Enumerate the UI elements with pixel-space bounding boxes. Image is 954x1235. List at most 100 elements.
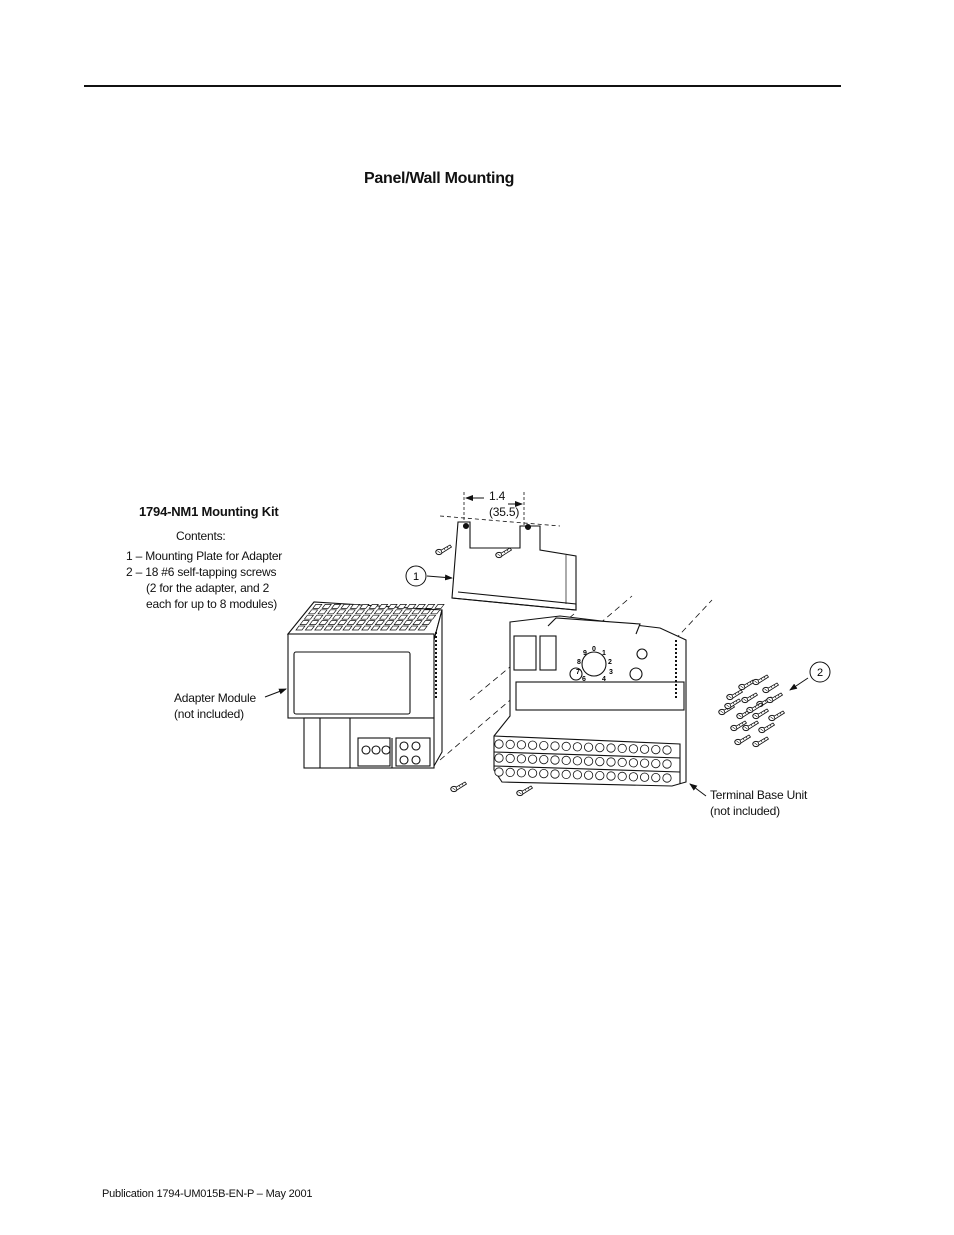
terminal-screw xyxy=(527,768,538,778)
vent-slot xyxy=(389,625,400,631)
vent-slot xyxy=(326,609,338,615)
vent-slot xyxy=(342,625,353,631)
vent-slot xyxy=(361,625,372,631)
terminal-screw xyxy=(662,773,672,783)
terminal-screw xyxy=(628,772,639,782)
vent-slot xyxy=(369,614,380,620)
section-title: Panel/Wall Mounting xyxy=(364,170,515,187)
screw-icon xyxy=(741,692,758,704)
vent-slot xyxy=(351,625,363,631)
vent-slot xyxy=(318,620,329,625)
vent-slot xyxy=(299,620,310,625)
terminal-screw xyxy=(617,771,627,782)
terminal-screw xyxy=(639,744,650,754)
vent-slot xyxy=(331,614,343,620)
vent-slot xyxy=(337,620,348,625)
adapter-arrow xyxy=(264,688,287,698)
terminal-screw xyxy=(550,769,560,779)
vent-slot xyxy=(412,620,423,625)
kit-item-2-note-b: each for up to 8 modules) xyxy=(146,597,278,611)
vent-slot xyxy=(373,609,385,615)
kit-item-2-note-a: (2 for the adapter, and 2 xyxy=(146,581,270,595)
vent-slot xyxy=(416,614,427,620)
terminal-screw xyxy=(572,756,583,766)
screw-icon xyxy=(752,736,769,748)
svg-text:1: 1 xyxy=(602,650,606,657)
vent-slot xyxy=(368,604,379,609)
vent-slot xyxy=(308,620,320,625)
terminal-screw xyxy=(617,743,627,754)
screw-icon xyxy=(450,781,467,793)
svg-text:7: 7 xyxy=(576,669,580,676)
terminal-screw xyxy=(606,743,616,753)
terminal-screw xyxy=(606,771,616,781)
terminal-screw xyxy=(662,745,672,755)
terminal-screw xyxy=(583,756,594,766)
vent-slot xyxy=(295,625,306,631)
terminal-screw xyxy=(561,741,571,752)
terminal-screw xyxy=(583,742,594,752)
terminal-screw xyxy=(595,770,605,781)
screw-icon xyxy=(752,674,769,686)
terminal-screw xyxy=(651,758,661,769)
vent-slot xyxy=(406,604,417,609)
vent-slot xyxy=(402,620,414,625)
svg-text:1: 1 xyxy=(413,571,419,583)
vent-slot xyxy=(341,614,352,620)
vent-slot xyxy=(332,625,344,631)
terminal-screw xyxy=(628,758,639,768)
svg-text:3: 3 xyxy=(609,669,613,676)
terminal-screw xyxy=(639,772,650,782)
vent-slot xyxy=(387,604,398,609)
screw-cluster xyxy=(718,674,785,748)
vent-slot xyxy=(434,604,445,609)
terminal-screw xyxy=(505,739,515,750)
vent-slot xyxy=(420,609,432,615)
terminal-screw xyxy=(561,769,571,780)
terminal-screw xyxy=(583,770,594,780)
address-switch: 9 0 1 8 2 7 3 6 4 xyxy=(576,646,613,683)
screw-icon xyxy=(738,679,755,691)
vent-slot xyxy=(313,614,324,620)
vent-slot xyxy=(336,609,347,615)
terminal-rows xyxy=(494,739,672,783)
vent-slot xyxy=(401,609,413,615)
vent-slot xyxy=(354,609,366,615)
terminal-screw xyxy=(606,757,616,767)
vent-slot xyxy=(415,604,426,609)
vent-slot xyxy=(346,620,357,625)
screw-icon xyxy=(734,734,751,746)
screw-icon xyxy=(746,702,763,714)
screw-icon xyxy=(758,722,775,734)
mounting-plate xyxy=(451,521,577,611)
callout-1: 1 xyxy=(405,565,453,587)
vent-slot xyxy=(359,604,370,609)
vent-slot xyxy=(397,614,409,620)
terminal-screw xyxy=(494,767,504,777)
vent-slot xyxy=(425,614,437,620)
vent-slot xyxy=(327,620,339,625)
svg-text:9: 9 xyxy=(583,650,587,657)
vent-slot xyxy=(393,620,404,625)
screw-icon xyxy=(768,710,785,722)
terminal-screw xyxy=(516,768,527,778)
terminal-screw xyxy=(527,754,538,764)
terminal-screw xyxy=(505,767,515,778)
vent-slot xyxy=(322,614,333,620)
adapter-vents xyxy=(295,604,445,631)
terminal-screw xyxy=(505,753,515,764)
terminal-screw xyxy=(516,740,527,750)
screw-icon xyxy=(435,544,452,556)
vent-slot xyxy=(350,614,362,620)
vent-slot xyxy=(330,604,342,609)
vent-slot xyxy=(388,614,399,620)
terminal-screw xyxy=(595,756,605,767)
terminal-screw xyxy=(595,742,605,753)
vent-slot xyxy=(407,614,418,620)
vent-slot xyxy=(340,604,351,609)
vent-slot xyxy=(307,609,319,615)
vent-slot xyxy=(396,604,408,609)
svg-text:2: 2 xyxy=(608,659,612,666)
adapter-label-note: (not included) xyxy=(174,707,244,721)
